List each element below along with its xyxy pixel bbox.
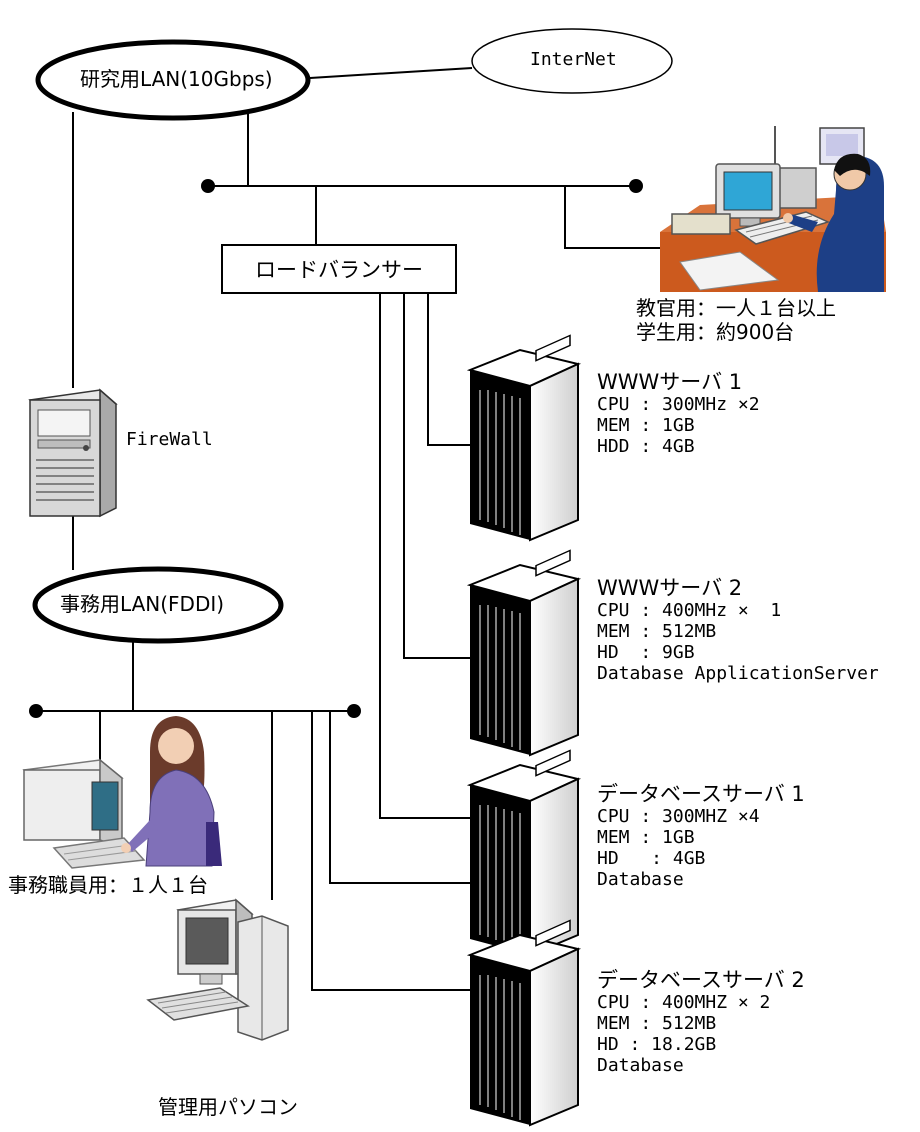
admin-pc-icon xyxy=(146,898,289,1041)
spec-line: MEM : 512MB xyxy=(597,1013,717,1034)
spec-line: Database xyxy=(597,1055,684,1076)
server-title: データベースサーバ 2 xyxy=(597,968,805,992)
spec-line: MEM : 1GB xyxy=(597,827,695,848)
load-balancer-label: ロードバランサー xyxy=(255,258,423,282)
www-server-2-specs: WWWサーバ 2 CPU : 400MHz × 1 MEM : 512MB HD… xyxy=(597,576,879,684)
faculty-label-line2: 学生用：約900台 xyxy=(636,320,795,344)
server-title: WWWサーバ 1 xyxy=(597,370,743,394)
research-lan-label: 研究用LAN(10Gbps) xyxy=(80,67,273,91)
spec-line: HD : 18.2GB xyxy=(597,1034,717,1055)
spec-line: CPU : 400MHz × 1 xyxy=(597,600,782,621)
office-staff-label: 事務職員用：１人１台 xyxy=(8,873,208,897)
connection-lines xyxy=(36,67,660,991)
spec-line: CPU : 300MHZ ×4 xyxy=(597,806,760,827)
spec-line: CPU : 400MHZ × 2 xyxy=(597,992,771,1013)
server-tower-icon xyxy=(466,549,582,757)
spec-line: MEM : 512MB xyxy=(597,621,717,642)
spec-line: Database ApplicationServer xyxy=(597,663,879,684)
server-tower-icon xyxy=(466,749,582,957)
office-staff-icon xyxy=(22,716,222,869)
server-tower-icon xyxy=(466,334,582,542)
db-server-1-specs: データベースサーバ 1 CPU : 300MHZ ×4 MEM : 1GB HD… xyxy=(597,782,805,890)
faculty-workstation-icon xyxy=(660,126,886,292)
office-lan-label: 事務用LAN(FDDI) xyxy=(60,592,225,616)
research-lan-cloud xyxy=(35,39,311,121)
spec-line: HD : 9GB xyxy=(597,642,695,663)
firewall-label: FireWall xyxy=(126,429,213,450)
admin-pc-label: 管理用パソコン xyxy=(158,1095,298,1119)
internet-cloud xyxy=(471,28,673,94)
server-title: WWWサーバ 2 xyxy=(597,576,743,600)
spec-line: HD : 4GB xyxy=(597,848,706,869)
load-balancer-box: ロードバランサー xyxy=(221,244,457,294)
firewall-icon xyxy=(28,388,118,518)
server-tower-icon xyxy=(466,919,582,1127)
faculty-label-line1: 教官用：一人１台以上 xyxy=(636,296,836,320)
db-server-2-specs: データベースサーバ 2 CPU : 400MHZ × 2 MEM : 512MB… xyxy=(597,968,805,1076)
office-lan-cloud xyxy=(32,566,284,644)
www-server-1-specs: WWWサーバ 1 CPU : 300MHz ×2 MEM : 1GB HDD :… xyxy=(597,370,760,457)
spec-line: MEM : 1GB xyxy=(597,415,695,436)
spec-line: CPU : 300MHz ×2 xyxy=(597,394,760,415)
spec-line: Database xyxy=(597,869,684,890)
spec-line: HDD : 4GB xyxy=(597,436,695,457)
bus-terminators xyxy=(29,179,643,718)
server-title: データベースサーバ 1 xyxy=(597,782,805,806)
internet-label: InterNet xyxy=(530,49,617,70)
